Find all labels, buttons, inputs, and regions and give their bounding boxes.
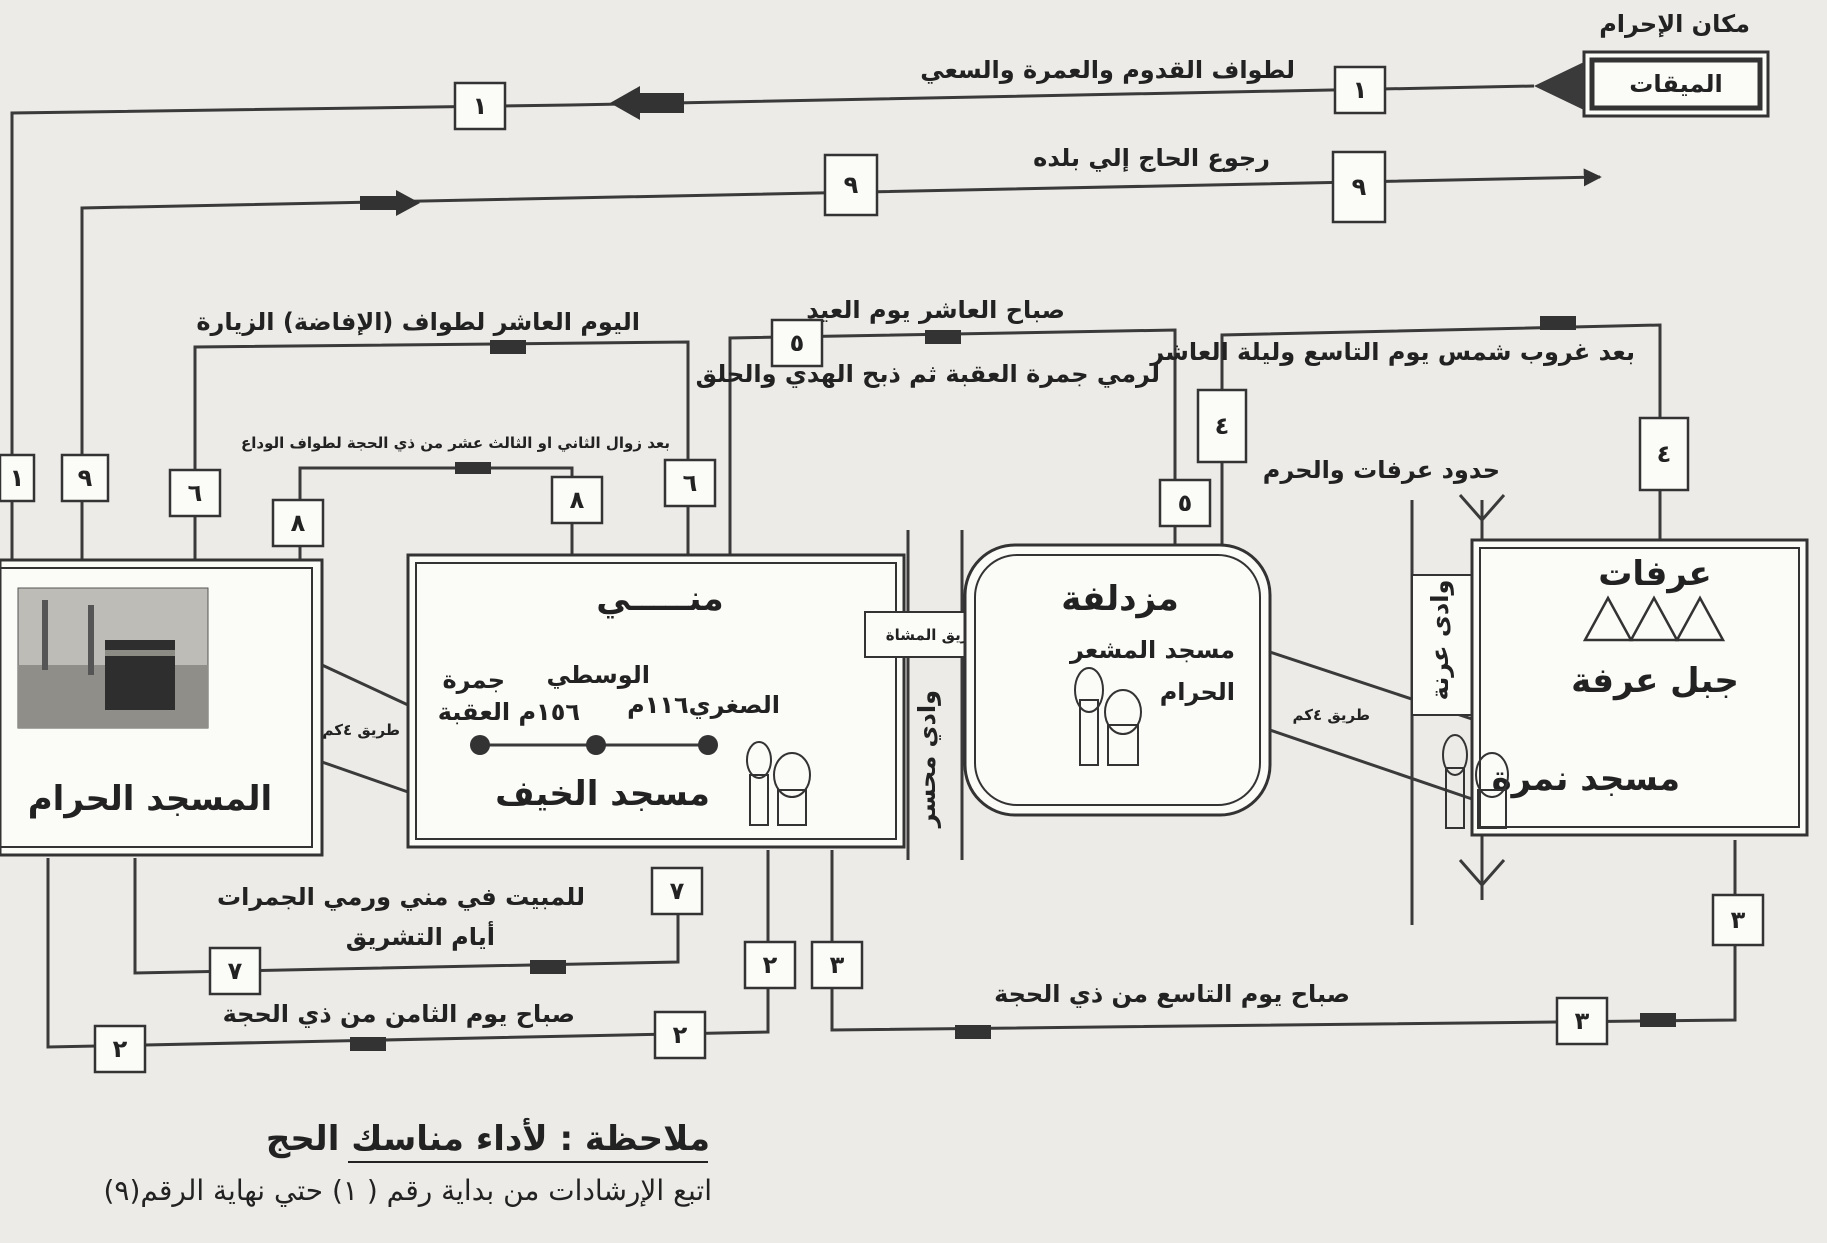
note-body: اتبع الإرشادات من بداية رقم ( ١) حتي نها… <box>103 1174 712 1207</box>
khaif-label: مسجد الخيف <box>495 774 710 814</box>
svg-text:طريق ٤كم: طريق ٤كم <box>1293 706 1371 724</box>
route-2-label: صباح يوم الثامن من ذي الحجة <box>223 1000 575 1028</box>
mina-label: منـــــي <box>596 579 723 619</box>
note: ملاحظة : لأداء مناسك الحج اتبع الإرشادات… <box>103 1117 712 1207</box>
svg-text:٢: ٢ <box>763 951 778 979</box>
svg-text:الحرام: الحرام <box>1160 678 1235 706</box>
svg-text:جمرة: جمرة <box>443 666 505 694</box>
svg-text:٣: ٣ <box>830 951 845 979</box>
miqat-label: الميقات <box>1629 70 1723 98</box>
svg-text:٨: ٨ <box>291 509 306 537</box>
route-2: ٢ ٢ ٢ صباح يوم الثامن من ذي الحجة <box>46 850 797 1074</box>
svg-text:طريق المشاة: طريق المشاة <box>886 626 984 644</box>
svg-text:٤: ٤ <box>1215 412 1230 440</box>
svg-text:٧: ٧ <box>228 957 243 985</box>
kaaba-picture <box>17 587 209 729</box>
miqat-pointer <box>1534 62 1584 110</box>
svg-text:٨: ٨ <box>570 486 585 514</box>
svg-text:٢: ٢ <box>113 1035 128 1063</box>
svg-text:٩: ٩ <box>844 171 859 199</box>
muzdalifa-label: مزدلفة <box>1061 579 1179 619</box>
svg-text:١: ١ <box>10 464 25 492</box>
mina-box: منـــــي جمرة الوسطي ١٥٦م العقبة الصغري١… <box>406 553 906 849</box>
svg-text:٣: ٣ <box>1731 906 1746 934</box>
svg-text:الوسطي: الوسطي <box>546 661 650 689</box>
svg-text:٣: ٣ <box>1575 1007 1590 1035</box>
khaif-mosque-icon <box>746 741 811 826</box>
svg-text:٤: ٤ <box>1657 440 1672 468</box>
mashar-mosque-icon <box>1074 667 1142 766</box>
route-5-label-1: صباح العاشر يوم العيد <box>806 296 1065 324</box>
svg-text:١: ١ <box>1353 76 1368 104</box>
arafat-box: عرفات جبل عرفة مسجد نمرة <box>1442 538 1809 837</box>
svg-text:٥: ٥ <box>790 329 805 357</box>
svg-text:١٥٦م العقبة: ١٥٦م العقبة <box>438 698 580 726</box>
route-7: ٧ ٧ للمبيت في مني ورمي الجمرات أيام التش… <box>133 858 704 996</box>
svg-text:٥: ٥ <box>1178 489 1193 517</box>
route-7-label-1: للمبيت في مني ورمي الجمرات <box>217 883 585 911</box>
svg-text:طريق ٤كم: طريق ٤كم <box>323 721 401 739</box>
border-label: حدود عرفات والحرم <box>1263 456 1500 484</box>
namira-label: مسجد نمرة <box>1492 759 1680 799</box>
jabal-arafa-label: جبل عرفة <box>1571 661 1739 701</box>
svg-text:٦: ٦ <box>188 479 203 507</box>
route-1-label: لطواف القدوم والعمرة والسعي <box>920 56 1295 84</box>
route-9-label: رجوع الحاج إلي بلده <box>1033 144 1270 172</box>
svg-text:٧: ٧ <box>670 877 685 905</box>
route-6-label: اليوم العاشر لطواف (الإفاضة) الزيارة <box>196 308 640 336</box>
svg-text:١: ١ <box>473 92 488 120</box>
route-3-label: صباح يوم التاسع من ذي الحجة <box>994 980 1350 1008</box>
svg-text:٦: ٦ <box>683 469 698 497</box>
road-haram-mina: طريق ٤كم <box>321 663 409 794</box>
svg-text:الصغري١١٦م: الصغري١١٦م <box>627 691 780 719</box>
arafat-label: عرفات <box>1598 554 1712 594</box>
muzdalifa-box: مزدلفة مسجد المشعر الحرام <box>963 543 1272 817</box>
wadi-urana: وادى عرنة <box>1411 574 1473 716</box>
note-title: ملاحظة : لأداء مناسك الحج <box>266 1117 710 1159</box>
namira-mosque-icon <box>1442 734 1509 829</box>
miqat-box: الميقات <box>1582 50 1770 118</box>
jamarat-line <box>470 735 718 755</box>
svg-text:٩: ٩ <box>1352 173 1367 201</box>
svg-text:وادى عرنة: وادى عرنة <box>1426 580 1454 701</box>
svg-text:٩: ٩ <box>78 464 93 492</box>
route-7-label-2: أيام التشريق <box>346 921 495 951</box>
route-6: ٦ ٦ اليوم العاشر لطواف (الإفاضة) الزيارة <box>168 308 717 560</box>
route-8: ٨ ٨ بعد زوال الثاني او الثالث عشر من ذي … <box>241 434 670 560</box>
svg-text:وادي محسر: وادي محسر <box>913 690 941 828</box>
ihram-place-label: مكان الإحرام <box>1599 10 1750 38</box>
route-4-label: بعد غروب شمس يوم التاسع وليلة العاشر <box>1149 338 1635 366</box>
route-1: ١ ١ لطواف القدوم والعمرة والسعي <box>10 56 1535 560</box>
svg-text:٢: ٢ <box>673 1021 688 1049</box>
left-edge-steps: ١ ٩ <box>0 453 110 503</box>
svg-text:مسجد المشعر: مسجد المشعر <box>1069 636 1235 664</box>
route-9: ٩ ٩ رجوع الحاج إلي بلده <box>80 144 1602 560</box>
route-4: ٤ ٤ بعد غروب شمس يوم التاسع وليلة العاشر <box>1149 316 1690 545</box>
masjid-haram-box: المسجد الحرام <box>0 558 324 857</box>
route-5: ٥ ٥ صباح العاشر يوم العيد لرمي جمرة العق… <box>696 296 1212 555</box>
route-8-label: بعد زوال الثاني او الثالث عشر من ذي الحج… <box>241 434 670 453</box>
mountains-icon <box>1582 595 1726 642</box>
route-5-label-2: لرمي جمرة العقبة ثم ذبح الهدي والحلق <box>696 360 1160 388</box>
haram-label: المسجد الحرام <box>28 779 272 819</box>
route-3: ٣ ٣ ٣ صباح يوم التاسع من ذي الحجة <box>810 840 1765 1046</box>
